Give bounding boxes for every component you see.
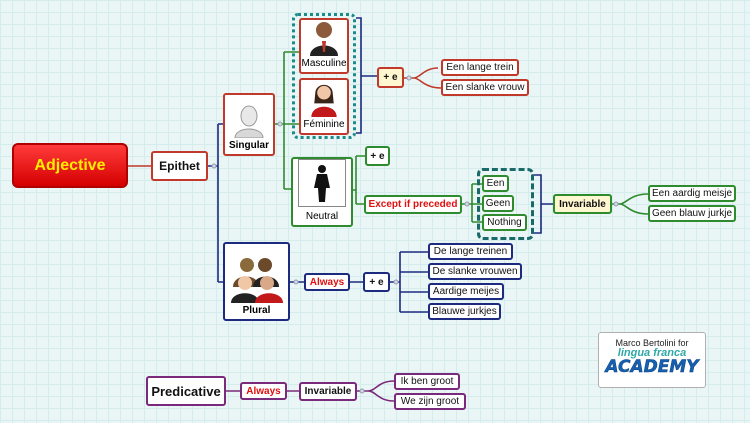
word-label: Een <box>486 178 505 189</box>
example-we-zijn-groot[interactable]: We zijn groot <box>394 393 466 410</box>
singular-label: Singular <box>228 140 269 151</box>
example-plural-3[interactable]: Aardige meijes <box>428 283 504 300</box>
epithet-label: Epithet <box>159 159 200 173</box>
node-always-predicative[interactable]: Always <box>240 382 287 400</box>
node-epithet[interactable]: Epithet <box>151 151 208 181</box>
plus-e-label: + e <box>383 72 398 83</box>
node-invariable-neutral[interactable]: Invariable <box>553 194 612 214</box>
credit-brand-script: lingua franca <box>617 347 687 359</box>
node-except-if-preceded[interactable]: Except if preceded <box>364 195 462 214</box>
predicative-label: Predicative <box>151 383 221 399</box>
example-een-aardig-meisje[interactable]: Een aardig meisje <box>648 185 736 202</box>
plural-label: Plural <box>242 305 271 316</box>
always-label: Always <box>309 276 345 288</box>
gender-group-frame <box>292 13 356 139</box>
node-plural[interactable]: Plural <box>223 242 290 321</box>
node-plus-e-plural[interactable]: + e <box>363 272 390 292</box>
example-label: De lange treinen <box>433 246 508 257</box>
plus-e-label: + e <box>370 150 385 162</box>
word-nothing[interactable]: Nothing <box>482 214 527 231</box>
example-een-slanke-vrouw[interactable]: Een slanke vrouw <box>441 79 529 96</box>
root-label: Adjective <box>34 156 106 174</box>
word-label: Nothing <box>487 217 522 228</box>
credit-author: Marco Bertolini for <box>615 338 689 348</box>
invariable-label: Invariable <box>559 198 606 210</box>
example-plural-2[interactable]: De slanke vrouwen <box>428 263 522 280</box>
masculine-label: Masculine <box>301 58 347 69</box>
always-label: Always <box>246 385 281 397</box>
example-label: Een slanke vrouw <box>445 82 525 93</box>
neutral-figure-icon <box>314 165 330 202</box>
example-label: Een lange trein <box>446 62 514 73</box>
node-singular[interactable]: Singular <box>223 93 275 156</box>
woman-icon <box>311 84 337 117</box>
node-neutral[interactable]: Neutral <box>291 157 353 227</box>
word-label: Geen <box>485 198 511 209</box>
example-plural-4[interactable]: Blauwe jurkjes <box>428 303 501 320</box>
feminine-label: Féminine <box>303 119 345 130</box>
credit-logo: Marco Bertolini for lingua franca ACADEM… <box>598 332 706 388</box>
group-icon <box>230 258 283 303</box>
node-always-plural[interactable]: Always <box>304 273 350 291</box>
node-predicative[interactable]: Predicative <box>146 376 226 406</box>
node-plus-e-neutral[interactable]: + e <box>365 146 390 166</box>
example-label: De slanke vrouwen <box>432 266 518 277</box>
determiner-group-frame <box>477 168 534 240</box>
root-node-adjective[interactable]: Adjective <box>12 143 128 188</box>
node-feminine[interactable]: Féminine <box>299 78 349 135</box>
man-icon <box>310 22 338 56</box>
example-label: Ik ben groot <box>400 376 454 387</box>
except-label: Except if preceded <box>368 199 458 210</box>
node-invariable-predicative[interactable]: Invariable <box>299 382 357 401</box>
invariable-label: Invariable <box>304 386 352 397</box>
example-label: Een aardig meisje <box>651 188 733 199</box>
example-label: Aardige meijes <box>432 286 500 297</box>
node-masculine[interactable]: Masculine <box>299 18 349 74</box>
neutral-figure-frame <box>298 159 346 207</box>
example-plural-1[interactable]: De lange treinen <box>428 243 513 260</box>
example-label: Geen blauw jurkje <box>651 208 733 219</box>
example-ik-ben-groot[interactable]: Ik ben groot <box>394 373 460 390</box>
example-label: Blauwe jurkjes <box>432 306 497 317</box>
example-een-lange-trein[interactable]: Een lange trein <box>441 59 519 76</box>
node-plus-e-singular[interactable]: + e <box>377 67 404 88</box>
word-geen[interactable]: Geen <box>482 195 514 212</box>
word-een[interactable]: Een <box>482 175 509 192</box>
example-geen-blauw-jurkje[interactable]: Geen blauw jurkje <box>648 205 736 222</box>
neutral-label: Neutral <box>305 211 339 222</box>
person-icon <box>234 105 264 138</box>
example-label: We zijn groot <box>400 396 460 407</box>
plus-e-label: + e <box>369 276 384 288</box>
credit-brand-academy: ACADEMY <box>605 357 699 377</box>
